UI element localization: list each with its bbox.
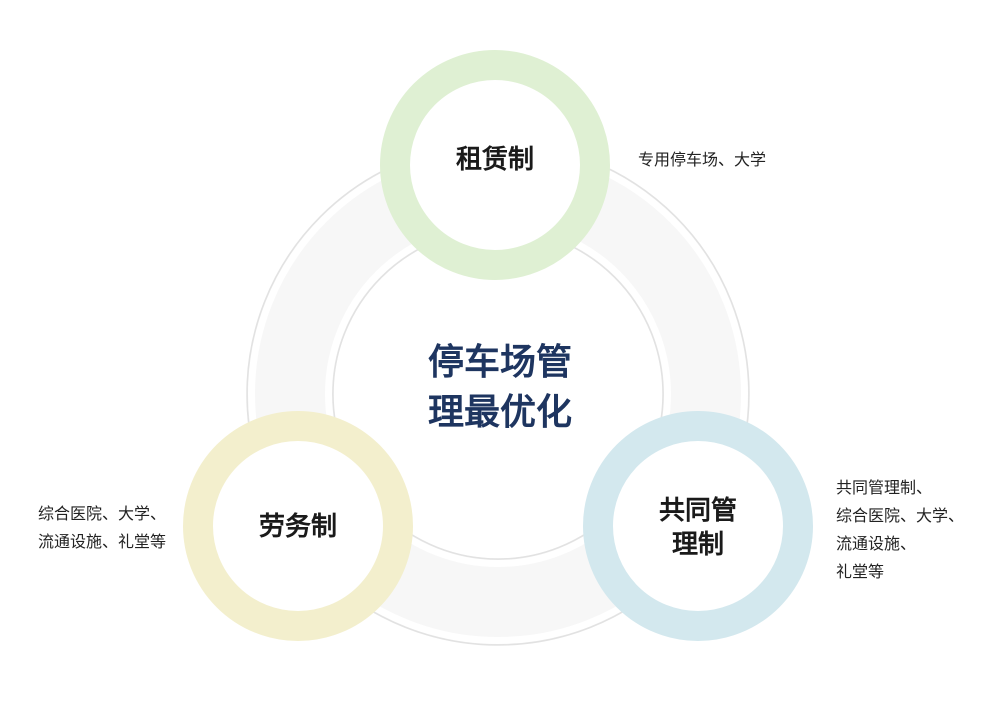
gongtong-note-line4: 礼堂等: [836, 562, 885, 581]
zuling-ring: [380, 50, 610, 280]
zuling-note: 专用停车场、大学: [638, 146, 766, 174]
center-title-line1: 停车场管: [427, 342, 572, 383]
center-disc: [334, 230, 662, 558]
gongtong-note-line2: 综合医院、大学、: [836, 506, 965, 525]
gongtong-note-line3: 流通设施、: [836, 534, 917, 553]
laowu-note-line2: 流通设施、礼堂等: [37, 532, 166, 551]
laowu-label: 劳务制: [258, 512, 337, 542]
center-title-line2: 理最优化: [427, 392, 572, 433]
laowu-ring: [183, 411, 413, 641]
gongtong-ring: [583, 411, 813, 641]
gongtong-label: 共同管 理制: [623, 494, 773, 562]
center-title: 停车场管 理最优化: [400, 338, 600, 438]
gongtong-note: 共同管理制、 综合医院、大学、 流通设施、 礼堂等: [836, 474, 964, 586]
laowu-note-line1: 综合医院、大学、: [37, 504, 166, 523]
gongtong-label-line1: 共同管: [658, 496, 737, 526]
gongtong-label-line2: 理制: [671, 530, 724, 560]
zuling-label: 租赁制: [455, 145, 534, 175]
gongtong-note-line1: 共同管理制、: [836, 478, 933, 497]
laowu-note: 综合医院、大学、 流通设施、礼堂等: [16, 500, 166, 556]
zuling-note-line1: 专用停车场、大学: [638, 150, 767, 169]
